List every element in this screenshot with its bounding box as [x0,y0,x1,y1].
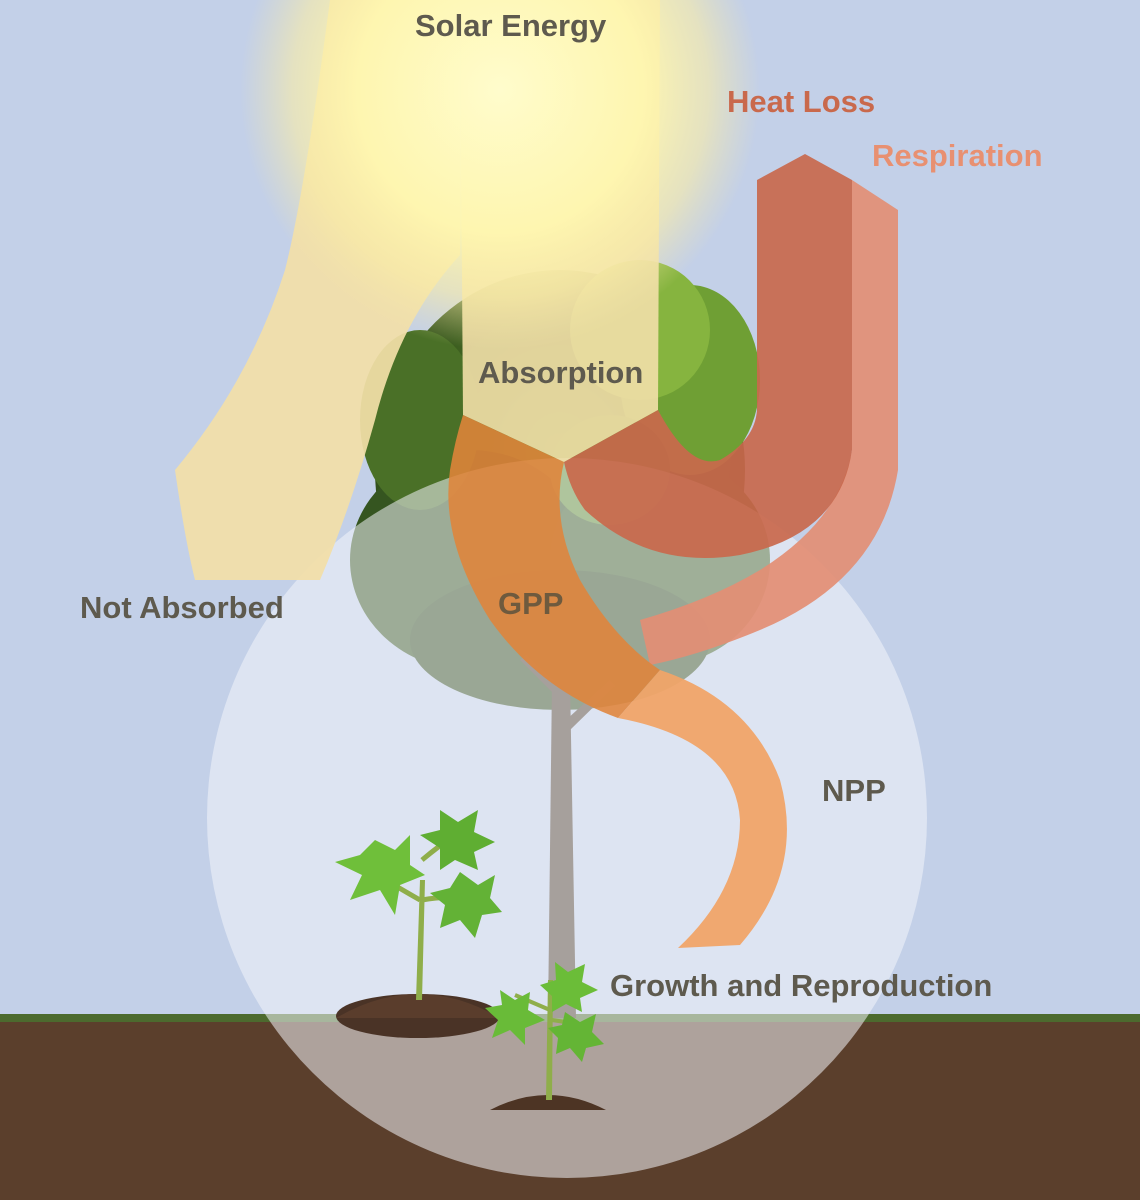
sun [240,0,760,350]
gpp-flow [448,415,660,718]
center-sapling [485,962,606,1110]
npp-flow [618,670,787,948]
label-solar-energy: Solar Energy [415,8,607,43]
label-npp: NPP [822,773,886,808]
label-respiration: Respiration [872,138,1043,173]
left-sapling [335,810,502,1038]
respiration-flow [640,180,898,665]
label-heat-loss: Heat Loss [727,84,876,119]
label-gpp: GPP [498,586,564,621]
label-growth-and-reproduction: Growth and Reproduction [610,968,993,1003]
label-not-absorbed: Not Absorbed [80,590,284,625]
heat-loss-flow [564,154,852,558]
label-absorption: Absorption [478,355,644,390]
